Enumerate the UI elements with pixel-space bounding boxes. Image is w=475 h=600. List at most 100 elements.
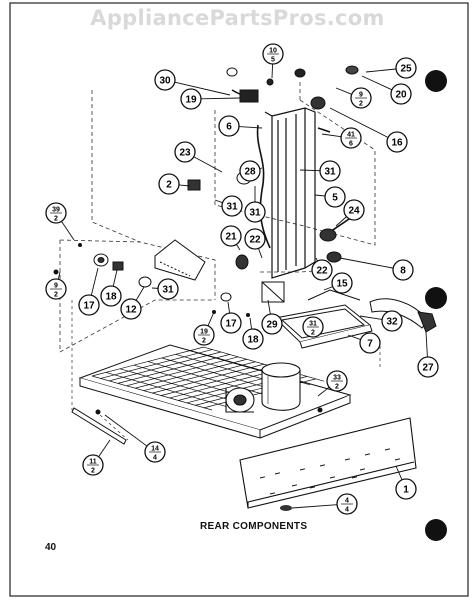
- callout-sub-number: 2: [54, 216, 58, 223]
- callout-sub-number: 2: [91, 468, 95, 475]
- callout-sub-number: 4: [345, 507, 349, 514]
- vent-slot: [364, 453, 371, 456]
- callout-circle: [392, 259, 414, 281]
- vent-slot: [359, 468, 366, 471]
- callout-circle: [324, 186, 346, 208]
- leader-line-c31a: [299, 169, 321, 172]
- callout-number: 28: [244, 167, 256, 178]
- callout-c18b: 18: [242, 328, 264, 350]
- coil-tube: [91, 375, 213, 411]
- callout-c31e: 312: [302, 316, 324, 338]
- coil-fin: [134, 358, 248, 389]
- callout-c19b: 192: [193, 324, 215, 346]
- callout-circle: [220, 312, 242, 334]
- callout-c12: 12: [120, 298, 142, 320]
- callout-sub-number: 2: [202, 338, 206, 345]
- leader-line-c9b: [57, 271, 61, 280]
- binder-hole-middle: [425, 287, 447, 309]
- callout-c23: 23: [174, 141, 196, 163]
- rear-panel-vents: [259, 448, 401, 495]
- callout-c5: 5: [324, 186, 346, 208]
- leader-line-c18b: [249, 317, 253, 330]
- callout-circle: [381, 310, 403, 332]
- leader-line-c25: [365, 68, 397, 73]
- callout-sub-number: 2: [359, 101, 363, 108]
- callout-number: 15: [336, 279, 348, 290]
- leader-line-c9a: [335, 87, 352, 95]
- leader-line-c33: [317, 386, 330, 397]
- callout-circle: [220, 225, 242, 247]
- callout-c41: 416: [340, 127, 362, 149]
- leader-line-c10b: [271, 63, 274, 79]
- callout-c29: 29: [261, 313, 283, 335]
- leader-line-c6: [238, 126, 263, 129]
- coil-fin: [109, 351, 222, 382]
- callout-sub-number: 5: [271, 57, 275, 64]
- leader-line-c22a: [258, 248, 263, 259]
- callout-circle: [180, 88, 202, 110]
- callout-c9b: 92: [45, 278, 67, 300]
- leader-line-c23: [193, 156, 223, 173]
- callout-circle: [331, 272, 353, 294]
- coil-fin: [143, 361, 256, 392]
- leader-line-c14: [104, 414, 148, 447]
- leader-line-c4: [291, 504, 338, 509]
- leader-line-c18a: [112, 269, 118, 287]
- leader-line-c19b: [207, 311, 215, 327]
- callout-circle: [158, 173, 180, 195]
- callout-number: 25: [400, 64, 412, 75]
- callout-c20: 20: [390, 83, 412, 105]
- callout-number: 23: [179, 148, 191, 159]
- callout-sub-number: 6: [349, 141, 353, 148]
- binder-hole-bottom: [425, 519, 447, 541]
- callout-number: 4: [345, 498, 349, 505]
- coil-fin: [160, 366, 273, 396]
- callout-c14: 144: [144, 441, 166, 463]
- leader-line-c21: [236, 244, 241, 251]
- callout-sub-number: 2: [311, 330, 315, 337]
- coil-fin: [91, 346, 205, 377]
- leader-line-c30: [174, 81, 231, 96]
- callout-circle: [239, 160, 261, 182]
- callout-circle: [221, 195, 243, 217]
- callout-c28: 28: [239, 160, 261, 182]
- callout-number: 29: [266, 320, 278, 331]
- callout-circle: [242, 328, 264, 350]
- leader-line-c2: [178, 184, 191, 187]
- callout-c31b: 31: [221, 195, 243, 217]
- callout-c17b: 17: [220, 312, 242, 334]
- leader-line-c32: [359, 315, 383, 320]
- callout-circle: [359, 332, 381, 354]
- callout-c30: 30: [154, 69, 176, 91]
- callout-number: 39: [52, 207, 60, 214]
- vent-slot: [291, 484, 298, 487]
- callout-number: 27: [422, 363, 434, 374]
- callout-c33: 332: [326, 370, 348, 392]
- leader-line-c20: [361, 75, 393, 91]
- leader-line-c1: [395, 465, 403, 481]
- leader-line-c5: [314, 194, 326, 197]
- callout-c31a: 31: [319, 160, 341, 182]
- vent-slot: [394, 458, 401, 461]
- callout-c24: 24: [343, 199, 365, 221]
- leader-lines: [57, 63, 428, 509]
- callout-number: 33: [333, 375, 341, 382]
- coil-fin: [152, 363, 265, 394]
- base-pan: [78, 344, 352, 439]
- vent-slot: [274, 472, 281, 475]
- rear-panel-screw: [280, 505, 292, 511]
- callout-c10b: 105: [262, 43, 284, 65]
- callout-circle: [244, 228, 266, 250]
- callout-c18a: 18: [100, 285, 122, 307]
- drain-pan-assembly: [53, 239, 285, 317]
- drain-tray: [273, 289, 373, 349]
- callout-number: 19: [200, 329, 208, 336]
- vent-slot: [299, 468, 306, 471]
- watermark-text: AppliancePartsPros.com: [90, 6, 385, 30]
- coil-fin: [117, 354, 230, 384]
- vent-slot: [319, 464, 326, 467]
- callout-circle: [154, 69, 176, 91]
- callout-c4: 44: [336, 493, 358, 515]
